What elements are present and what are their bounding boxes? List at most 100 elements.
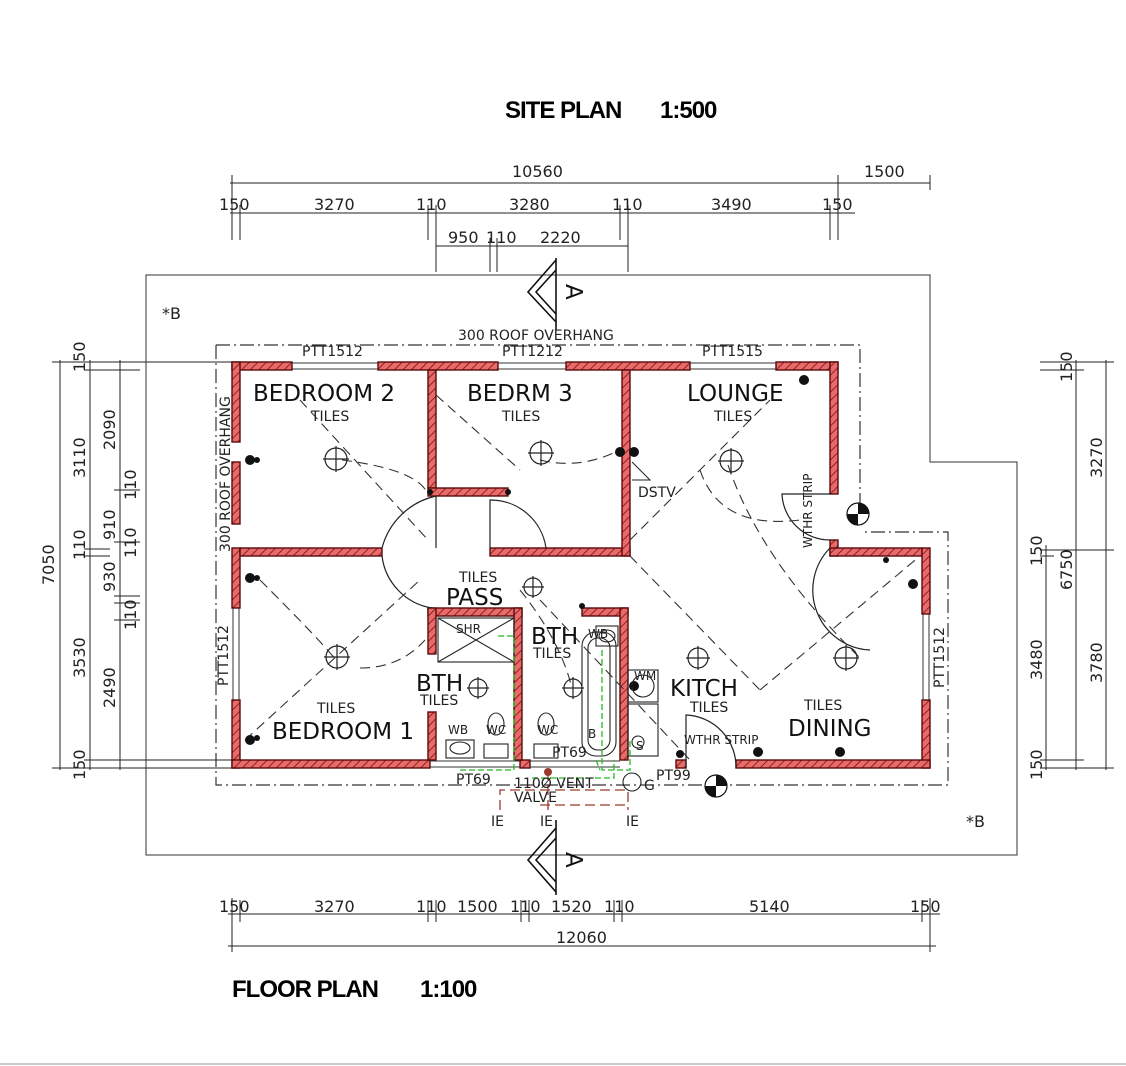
plug-points: [245, 375, 918, 758]
room-bth2: BTH: [531, 624, 578, 650]
dstv-label: DSTV: [638, 485, 676, 501]
wm-label: WM: [634, 669, 656, 683]
section-label-bottom: A: [560, 852, 586, 868]
ie-label-2: IE: [540, 814, 553, 830]
room-bedroom1: BEDROOM 1: [272, 719, 414, 745]
section-marker-top: [526, 258, 557, 330]
finish-dining: TILES: [803, 698, 842, 714]
dim-right-150c: 150: [1027, 749, 1046, 780]
roof-overhang-top-label: 300 ROOF OVERHANG: [458, 328, 614, 344]
room-bedrm3: BEDRM 3: [467, 381, 573, 407]
dim-left-110: 110: [70, 529, 89, 560]
dim-left-930: 930: [100, 561, 119, 592]
dim-left-150b: 150: [70, 749, 89, 780]
dim-top-2220: 2220: [540, 228, 581, 247]
dim-bot-110a: 110: [416, 897, 447, 916]
dim-top-110c: 110: [486, 228, 517, 247]
finish-bedrm3: TILES: [501, 409, 540, 425]
wthr-strip-label-2: WTHR STRIP: [684, 733, 758, 747]
dim-left-910: 910: [100, 509, 119, 540]
dim-left-2090: 2090: [100, 409, 119, 450]
electrical-wiring: [244, 394, 921, 761]
dim-left-overall: 7050: [39, 544, 58, 585]
finish-bedroom2: TILES: [310, 409, 349, 425]
pt99-label: PT99: [656, 768, 691, 784]
dim-right-3780: 3780: [1087, 642, 1106, 683]
sanitary-fittings: [437, 617, 659, 792]
dim-left-110d: 110: [121, 599, 140, 630]
room-kitch: KITCH: [670, 676, 738, 702]
finish-pass: TILES: [458, 570, 497, 586]
window-ptt1512-right: PTT1512: [932, 627, 948, 688]
dim-top-3280: 3280: [509, 195, 550, 214]
pt69-label-1: PT69: [456, 772, 491, 788]
pt69-label-2: PT69: [552, 745, 587, 761]
dim-right-3480: 3480: [1027, 639, 1046, 680]
finish-lounge: TILES: [713, 409, 752, 425]
dim-bot-110c: 110: [604, 897, 635, 916]
roof-overhang-line: [215, 344, 949, 786]
room-lounge: LOUNGE: [687, 381, 784, 407]
left-dimensions: [52, 360, 232, 770]
room-dining: DINING: [788, 716, 872, 742]
top-dimensions: [230, 175, 931, 272]
shower-label: SHR: [456, 622, 481, 636]
gully-label: G: [644, 778, 655, 794]
bottom-dimensions: [228, 898, 940, 952]
dim-top-extra: 1500: [864, 162, 905, 181]
floor-plan-scale: 1:100: [420, 976, 477, 1003]
finish-bedroom1: TILES: [316, 701, 355, 717]
wb-label-1: WB: [448, 723, 468, 737]
finish-kitch: TILES: [689, 700, 728, 716]
wc-label-1: WC: [486, 723, 506, 737]
drainage: [499, 770, 630, 810]
dim-bot-150a: 150: [219, 897, 250, 916]
door-swings: [381, 493, 871, 769]
site-marker-top: *B: [162, 304, 181, 323]
ie-label-1: IE: [491, 814, 504, 830]
room-pass: PASS: [446, 585, 503, 611]
site-plan-scale: 1:500: [660, 97, 717, 124]
dim-top-150b: 150: [822, 195, 853, 214]
dim-top-110b: 110: [612, 195, 643, 214]
dim-right-6750: 6750: [1057, 549, 1076, 590]
wc-label-2: WC: [538, 723, 558, 737]
floor-plan-title: FLOOR PLAN: [232, 976, 378, 1003]
dim-top-3490: 3490: [711, 195, 752, 214]
dim-left-110b: 110: [121, 469, 140, 500]
wb-label-2: WB: [588, 627, 608, 641]
valve-label: VALVE: [514, 790, 557, 806]
dim-left-2490: 2490: [100, 667, 119, 708]
room-bedroom2: BEDROOM 2: [253, 381, 395, 407]
right-dimensions: [1040, 360, 1114, 770]
dim-top-150a: 150: [219, 195, 250, 214]
dim-left-3110: 3110: [70, 437, 89, 478]
section-label-top: A: [560, 284, 586, 300]
dim-bot-overall: 12060: [556, 928, 607, 947]
dim-right-150b: 150: [1027, 535, 1046, 566]
water-pipes: [460, 635, 631, 779]
window-ptt1212-top: PTT1212: [502, 344, 563, 360]
dim-right-3270: 3270: [1087, 437, 1106, 478]
dim-left-150a: 150: [70, 341, 89, 372]
roof-overhang-side-label: 300 ROOF OVERHANG: [218, 396, 234, 552]
window-ptt1515-top: PTT1515: [702, 344, 763, 360]
dim-top-950: 950: [448, 228, 479, 247]
dim-bot-5140: 5140: [749, 897, 790, 916]
room-bth1: BTH: [416, 671, 463, 697]
wthr-strip-label-1: WTHR STRIP: [801, 474, 815, 548]
dim-left-110c: 110: [121, 527, 140, 558]
vent-pipe-icon: [544, 768, 552, 776]
finish-bth2: TILES: [532, 646, 571, 662]
bath-label: B: [588, 727, 596, 741]
site-marker-bottom: *B: [966, 812, 985, 831]
windows: [232, 362, 930, 768]
dim-bot-1500: 1500: [457, 897, 498, 916]
dim-left-3530: 3530: [70, 637, 89, 678]
ceiling-lights: [323, 440, 859, 699]
dim-bot-1520: 1520: [551, 897, 592, 916]
dim-bot-110b: 110: [510, 897, 541, 916]
dim-bot-3270: 3270: [314, 897, 355, 916]
vent-label: 110Ø VENT: [514, 776, 594, 792]
